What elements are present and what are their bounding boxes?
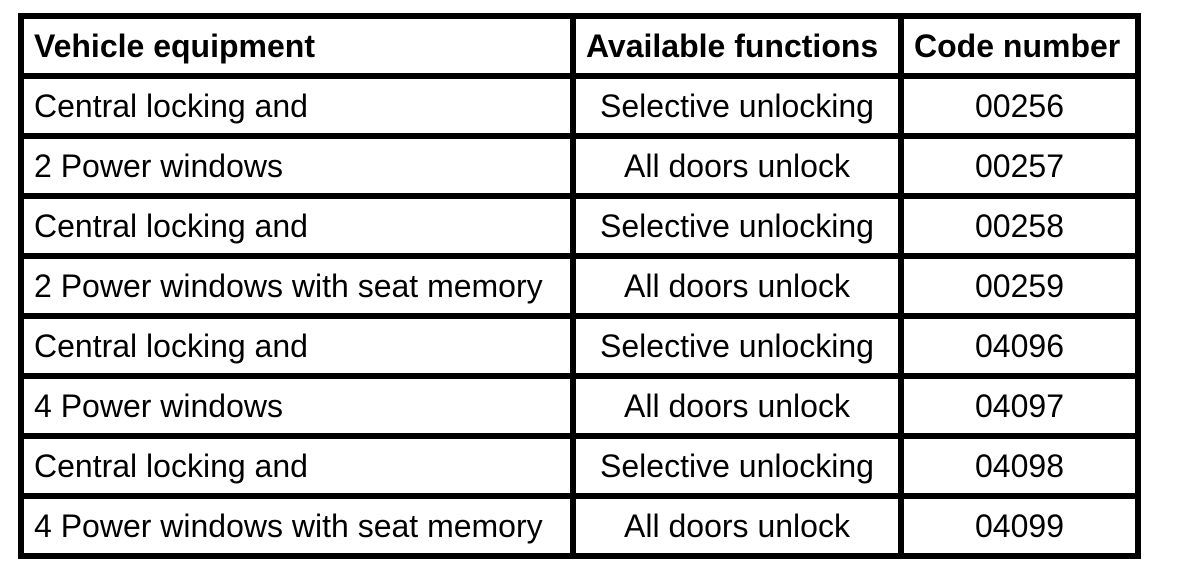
cell-equipment: Central locking and bbox=[18, 73, 576, 139]
cell-code: 00256 bbox=[898, 73, 1141, 139]
cell-code: 04099 bbox=[898, 493, 1141, 559]
header-vehicle-equipment: Vehicle equipment bbox=[18, 13, 576, 79]
cell-equipment: Central locking and bbox=[18, 193, 576, 259]
cell-code: 04098 bbox=[898, 433, 1141, 499]
table-row: Central locking and Selective unlocking … bbox=[18, 193, 1141, 259]
cell-function: All doors unlock bbox=[570, 253, 904, 319]
cell-code: 00259 bbox=[898, 253, 1141, 319]
header-available-functions: Available functions bbox=[570, 13, 904, 79]
table-row: 4 Power windows All doors unlock 04097 bbox=[18, 373, 1141, 439]
cell-function: All doors unlock bbox=[570, 493, 904, 559]
cell-code: 04096 bbox=[898, 313, 1141, 379]
cell-function: All doors unlock bbox=[570, 373, 904, 439]
table-row: 2 Power windows with seat memory All doo… bbox=[18, 253, 1141, 319]
table-row: 2 Power windows All doors unlock 00257 bbox=[18, 133, 1141, 199]
vehicle-equipment-table: Vehicle equipment Available functions Co… bbox=[18, 13, 1141, 559]
cell-equipment: Central locking and bbox=[18, 313, 576, 379]
cell-equipment: 4 Power windows bbox=[18, 373, 576, 439]
cell-equipment: 2 Power windows bbox=[18, 133, 576, 199]
cell-equipment: 2 Power windows with seat memory bbox=[18, 253, 576, 319]
header-code-number: Code number bbox=[898, 13, 1141, 79]
table-row: Central locking and Selective unlocking … bbox=[18, 313, 1141, 379]
cell-equipment: Central locking and bbox=[18, 433, 576, 499]
cell-code: 00258 bbox=[898, 193, 1141, 259]
header-row: Vehicle equipment Available functions Co… bbox=[18, 13, 1141, 79]
table-row: Central locking and Selective unlocking … bbox=[18, 433, 1141, 499]
cell-function: Selective unlocking bbox=[570, 313, 904, 379]
cell-equipment: 4 Power windows with seat memory bbox=[18, 493, 576, 559]
table-row: 4 Power windows with seat memory All doo… bbox=[18, 493, 1141, 559]
cell-code: 00257 bbox=[898, 133, 1141, 199]
cell-code: 04097 bbox=[898, 373, 1141, 439]
table-row: Central locking and Selective unlocking … bbox=[18, 73, 1141, 139]
cell-function: Selective unlocking bbox=[570, 73, 904, 139]
cell-function: All doors unlock bbox=[570, 133, 904, 199]
cell-function: Selective unlocking bbox=[570, 433, 904, 499]
cell-function: Selective unlocking bbox=[570, 193, 904, 259]
